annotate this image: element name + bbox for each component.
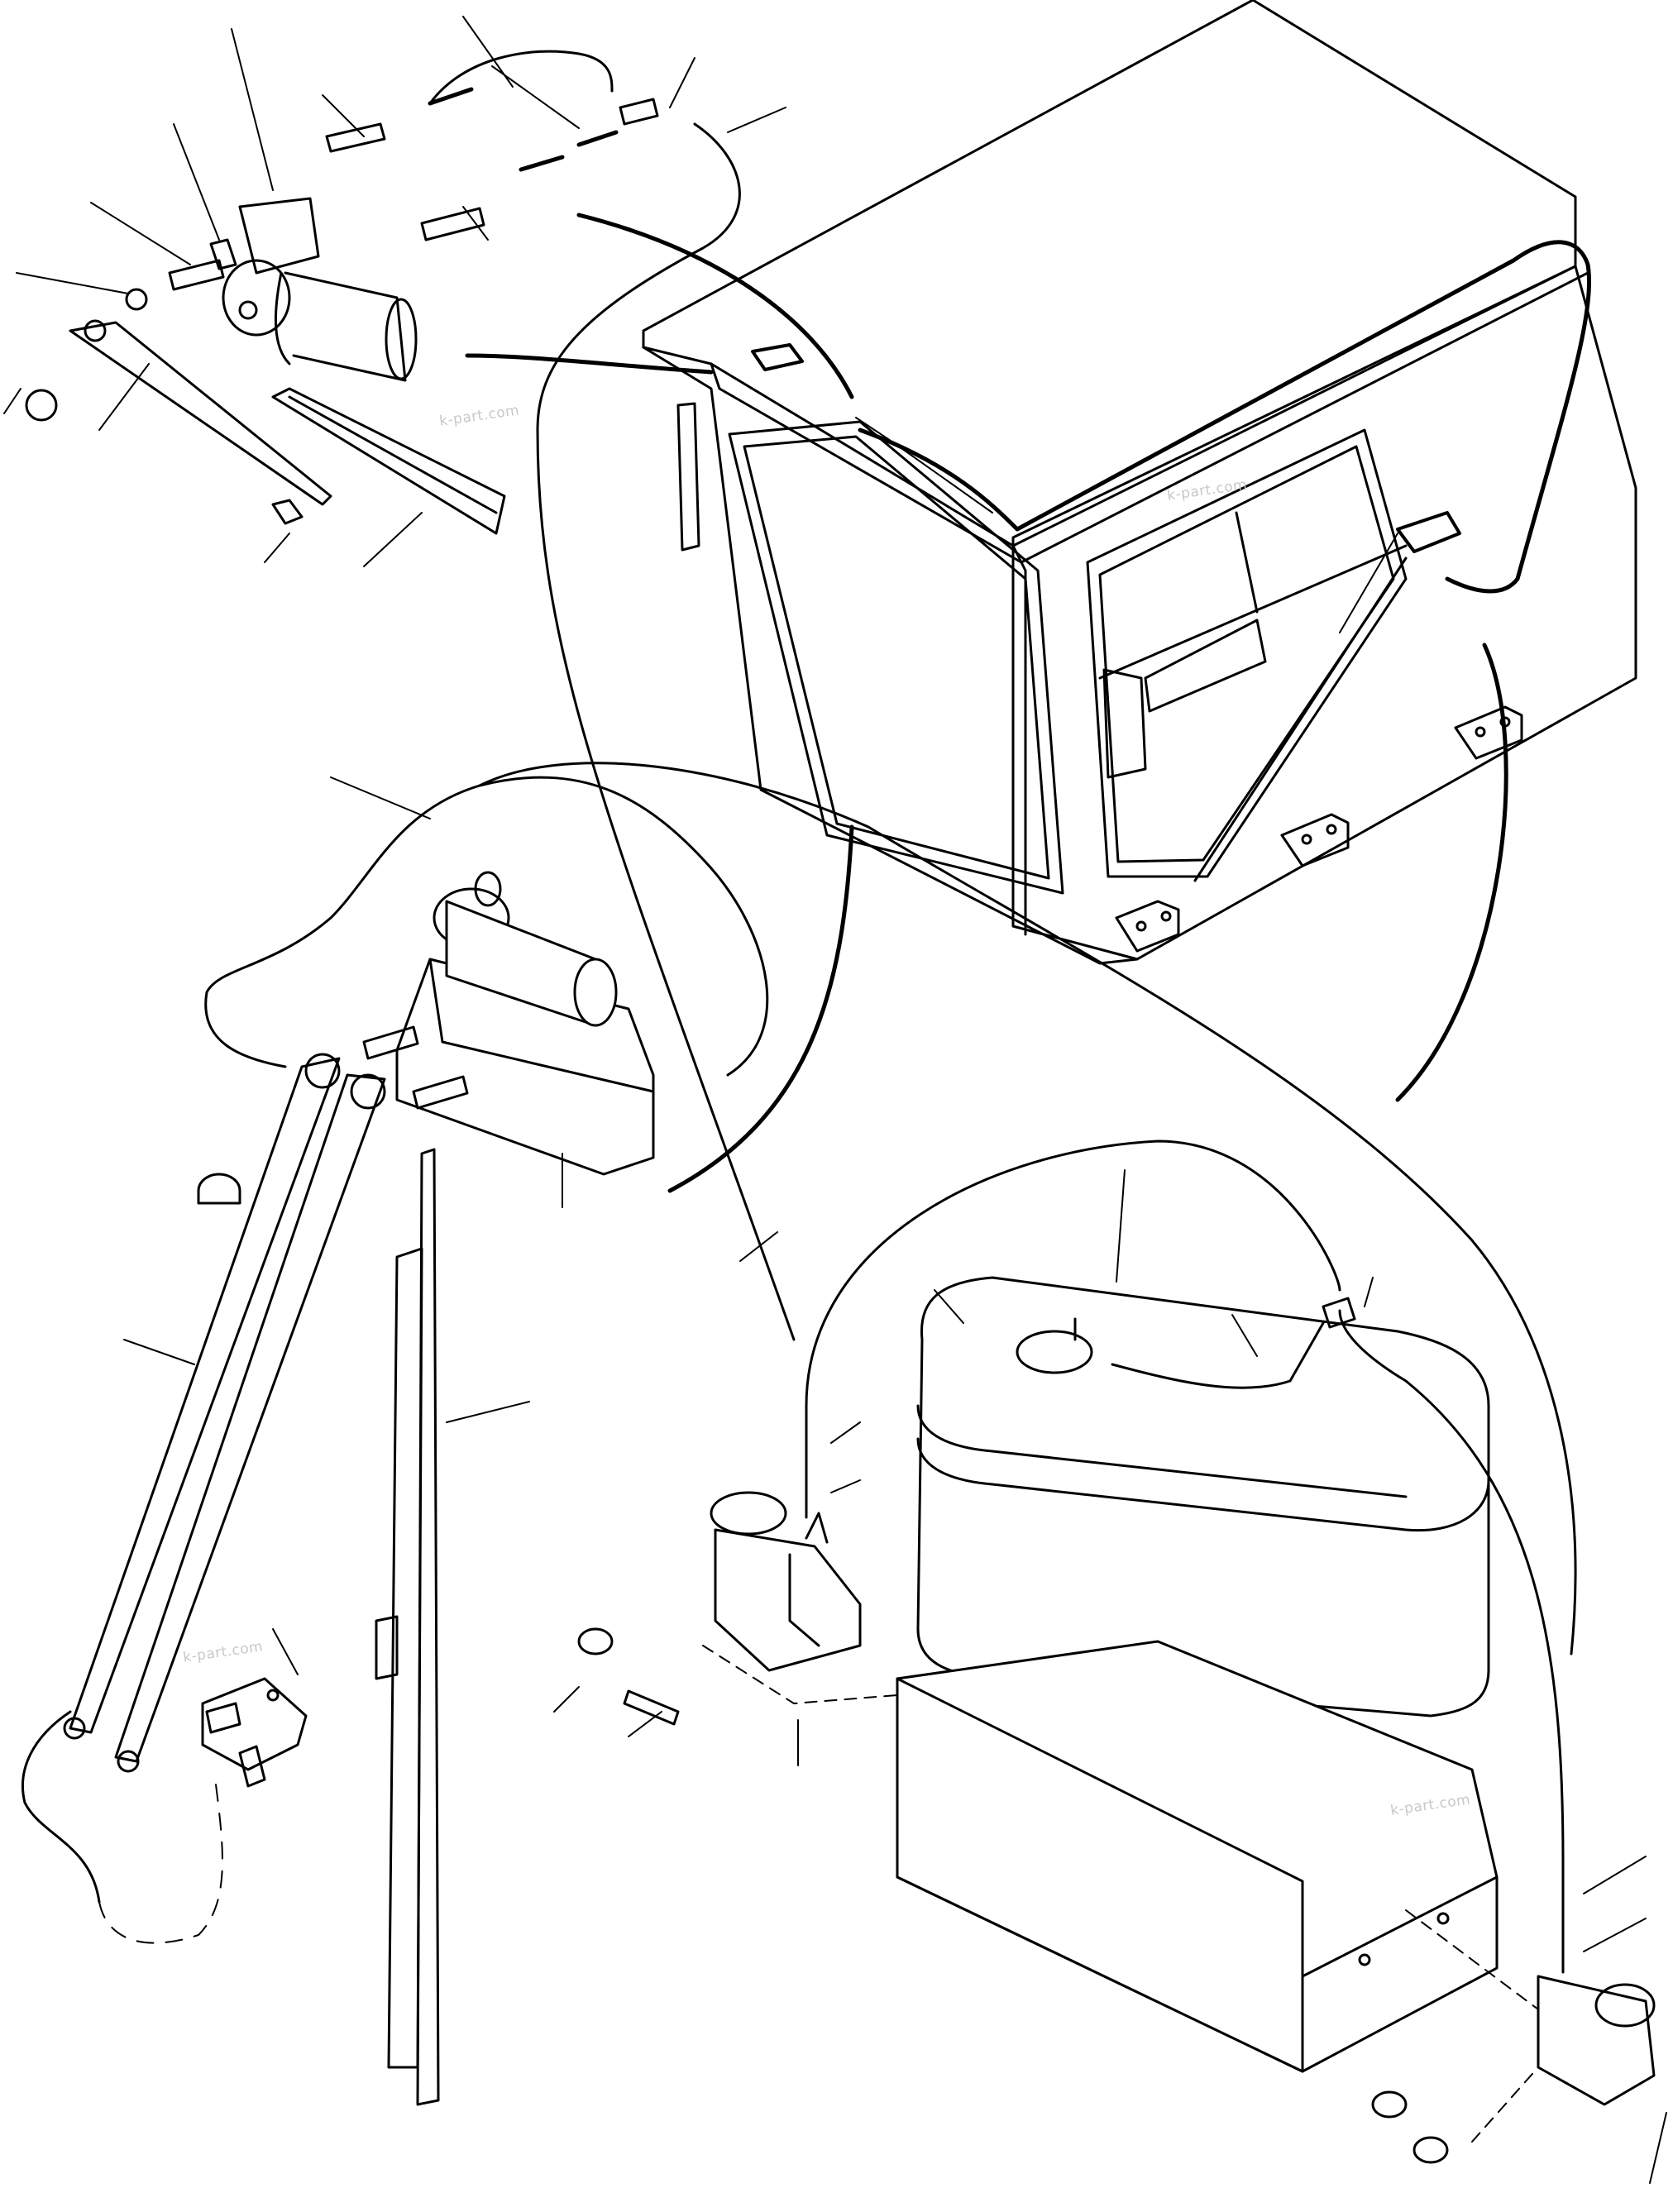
tank-t-piece — [1322, 1297, 1356, 1329]
top-washer-hose-loop — [428, 50, 614, 105]
rear-washer-fitting-1 — [362, 1025, 419, 1060]
tank-hose — [1111, 1321, 1325, 1389]
front-wiper-arm — [25, 288, 332, 506]
rear-wiper-blade — [375, 1148, 440, 2106]
washer-fitting-3 — [420, 207, 485, 241]
rear-wiper-motor-on-cab — [1396, 511, 1461, 553]
rear-wiper-arm-2 — [114, 1073, 386, 1773]
bolt-right — [1371, 2090, 1449, 2164]
rear-long-hose — [478, 762, 1577, 1655]
cap-nut — [197, 1173, 241, 1205]
front-window — [728, 420, 1064, 895]
front-wiper-motor — [222, 197, 418, 382]
blade-clip — [271, 499, 304, 525]
tank-holder — [896, 1640, 1499, 2073]
cab — [642, 0, 1637, 965]
door-handle-right — [1102, 668, 1147, 779]
front-wiper-blade — [271, 387, 506, 535]
reference-arrows — [465, 213, 1508, 1193]
rear-wiper-arm-1 — [63, 1053, 341, 1740]
side-window — [1086, 428, 1408, 878]
washer-pump-left — [710, 1491, 862, 1672]
front-hose-to-cab — [536, 122, 796, 1341]
check-valve — [201, 1677, 308, 1788]
pump-hose-right — [1338, 1309, 1565, 1974]
leader-lines — [3, 16, 1667, 2184]
bolt-left — [577, 1627, 680, 1726]
door-handle-left — [676, 402, 700, 552]
washer-fitting-1 — [168, 238, 237, 291]
lower-hose-loop — [21, 1710, 101, 1904]
washer-pump-right — [1537, 1975, 1656, 2106]
roof-washer-hose — [858, 240, 1592, 594]
t-connector — [619, 98, 659, 126]
rear-washer-fitting-2 — [412, 1075, 469, 1110]
rear-wiper-motor — [395, 871, 655, 1176]
rear-washer-hose — [204, 776, 713, 1068]
cab-washer-nozzle — [751, 343, 804, 371]
assembly-lines — [702, 1645, 1539, 2143]
washer-fitting-2 — [325, 122, 386, 153]
washer-tank — [916, 1276, 1490, 1718]
cab-mounts — [1115, 705, 1523, 953]
pump-hose-left — [805, 1139, 1341, 1519]
